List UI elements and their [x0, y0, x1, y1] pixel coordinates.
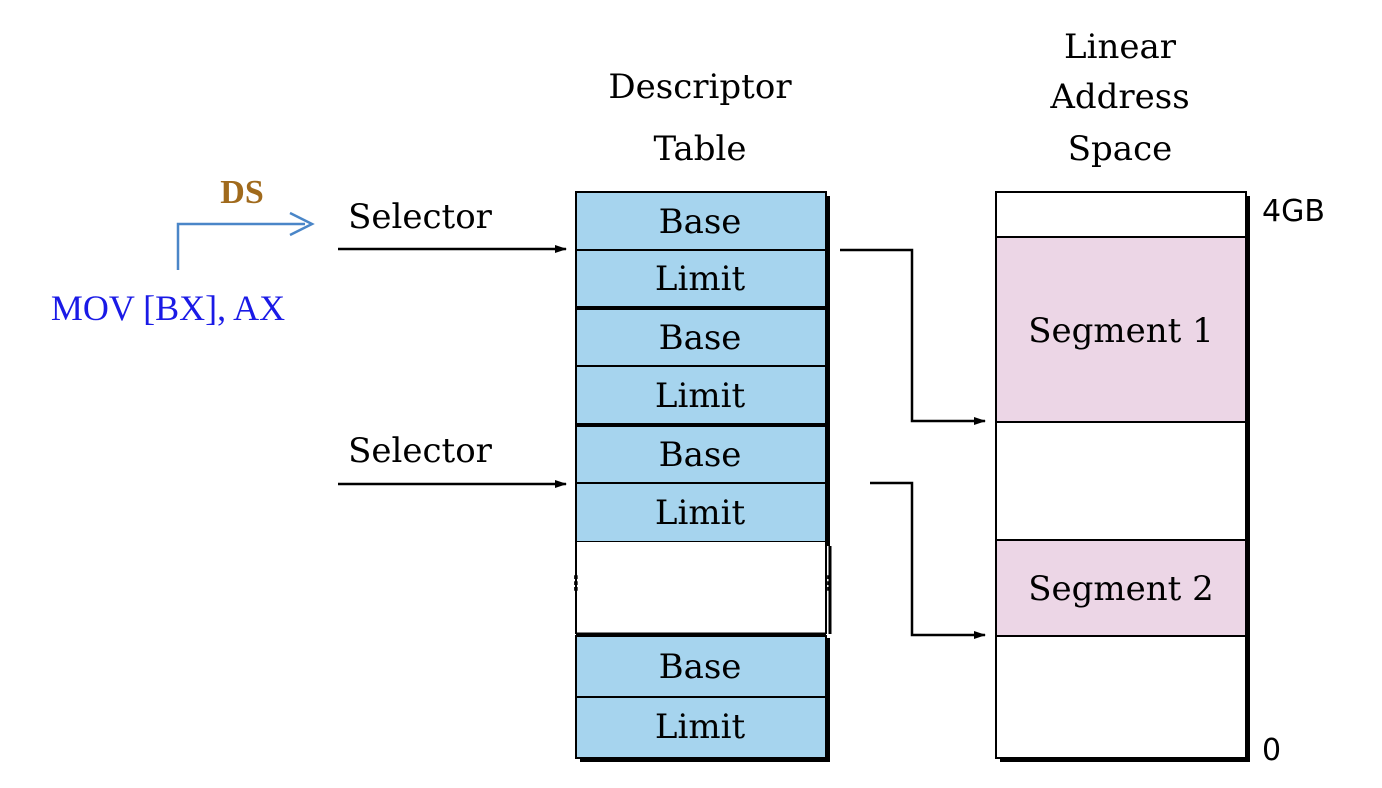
segment-1-block	[997, 237, 1245, 422]
base-to-segment-1-arrow	[840, 248, 986, 425]
instruction-label: MOV [BX], AX	[51, 288, 285, 328]
top-address-label: 4GB	[1262, 194, 1325, 229]
bottom-address-label: 0	[1262, 733, 1281, 768]
descriptor-entry-limit: Limit	[655, 707, 746, 747]
linear-address-space: Segment 1 Segment 2	[995, 191, 1250, 762]
descriptor-table-header-line1: Descriptor	[608, 67, 792, 107]
ds-register-arrow	[176, 222, 305, 270]
segment-1-label: Segment 1	[1028, 311, 1214, 351]
descriptor-entry-base: Base	[659, 647, 742, 687]
descriptor-entry-limit: Limit	[655, 376, 746, 416]
segment-2-label: Segment 2	[1028, 569, 1214, 609]
selector-label-1: Selector	[348, 197, 493, 237]
linear-space-header-line3: Space	[1068, 129, 1173, 169]
selector-label-2: Selector	[348, 431, 493, 471]
gap-ellipsis-left: ⋮	[566, 571, 586, 595]
linear-space-header-line2: Address	[1049, 77, 1189, 117]
linear-space-header-line1: Linear	[1064, 27, 1177, 67]
ds-register-arrowhead	[289, 211, 315, 237]
descriptor-entry-limit: Limit	[655, 259, 746, 299]
ds-register-label: DS	[220, 174, 263, 211]
gap-ellipsis-right: ⋮	[819, 571, 839, 595]
descriptor-entry-base: Base	[659, 435, 742, 475]
descriptor-entry-base: Base	[659, 318, 742, 358]
segment-2-block	[997, 540, 1245, 636]
descriptor-entry-base: Base	[659, 202, 742, 242]
descriptor-table-header-line2: Table	[653, 129, 746, 169]
descriptor-table: ⋮ ⋮ Base Limit Base Limit Base Limit Bas…	[566, 191, 839, 762]
base-to-segment-2-arrow	[870, 481, 986, 639]
table-gap	[576, 542, 826, 634]
descriptor-entry-limit: Limit	[655, 493, 746, 533]
